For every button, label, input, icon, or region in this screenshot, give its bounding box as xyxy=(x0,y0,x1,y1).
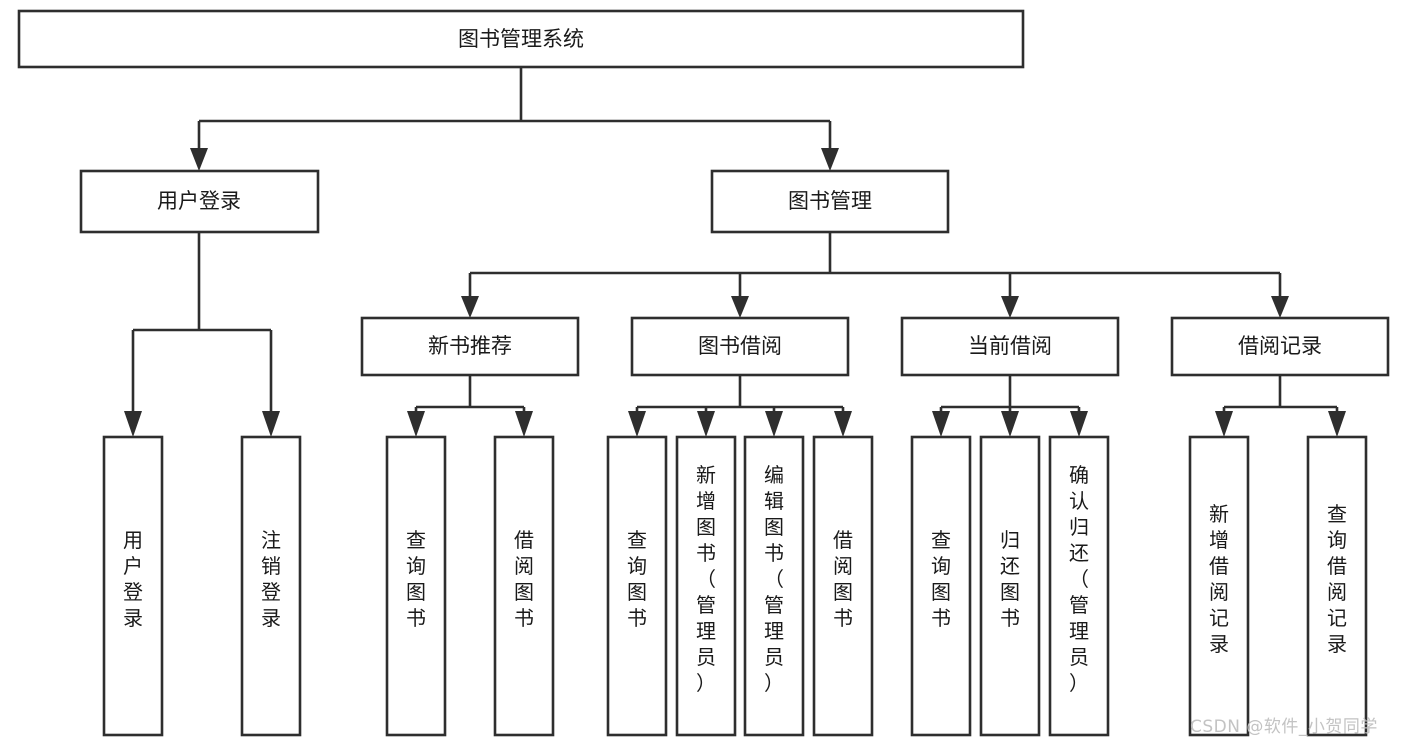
node-current-borrow[interactable]: 当前借阅 xyxy=(900,316,1120,377)
node-leaf-return-book-box[interactable] xyxy=(979,435,1041,737)
arrow-icon-to-leaf-query-book-2 xyxy=(628,411,646,437)
connector-layer xyxy=(131,67,1339,411)
arrow-icon-to-leaf-logout-login xyxy=(262,411,280,437)
node-leaf-add-book[interactable]: 新增图书（管理员） xyxy=(675,435,737,737)
node-book-management-box[interactable] xyxy=(710,169,950,234)
node-root-label: 图书管理系统 xyxy=(458,27,584,51)
node-book-management[interactable]: 图书管理 xyxy=(710,169,950,234)
node-leaf-edit-book-box[interactable] xyxy=(743,435,805,737)
node-leaf-add-borrow-record-label: 新增借阅记录 xyxy=(1209,502,1229,656)
node-leaf-add-borrow-record[interactable]: 新增借阅记录 xyxy=(1188,435,1250,737)
node-leaf-query-book-2-label: 查询图书 xyxy=(627,528,647,630)
node-leaf-query-borrow-record[interactable]: 查询借阅记录 xyxy=(1306,435,1368,737)
node-leaf-borrow-book-2[interactable]: 借阅图书 xyxy=(812,435,874,737)
arrow-icon-to-new-book-recommend xyxy=(461,296,479,318)
node-leaf-query-borrow-record-label: 查询借阅记录 xyxy=(1327,502,1347,656)
node-leaf-user-login-box[interactable] xyxy=(102,435,164,737)
node-leaf-confirm-return[interactable]: 确认归还（管理员） xyxy=(1048,435,1110,737)
node-leaf-query-book-3-box[interactable] xyxy=(910,435,972,737)
node-leaf-query-book-3[interactable]: 查询图书 xyxy=(910,435,972,737)
node-leaf-query-borrow-record-box[interactable] xyxy=(1306,435,1368,737)
node-user-login[interactable]: 用户登录 xyxy=(79,169,320,234)
node-leaf-edit-book[interactable]: 编辑图书（管理员） xyxy=(743,435,805,737)
node-current-borrow-box[interactable] xyxy=(900,316,1120,377)
arrow-icon-to-leaf-user-login xyxy=(124,411,142,437)
arrow-icon-to-leaf-query-book-1 xyxy=(407,411,425,437)
node-book-management-label: 图书管理 xyxy=(788,189,872,213)
arrow-icon-to-book-management xyxy=(821,148,839,171)
arrow-icon-to-leaf-confirm-return xyxy=(1070,411,1088,437)
node-user-login-label: 用户登录 xyxy=(157,189,241,213)
arrow-icon-to-current-borrow xyxy=(1001,296,1019,318)
arrow-icon-to-book-borrow xyxy=(731,296,749,318)
node-leaf-borrow-book-1[interactable]: 借阅图书 xyxy=(493,435,555,737)
node-leaf-return-book[interactable]: 归还图书 xyxy=(979,435,1041,737)
node-leaf-logout-login-label: 注销登录 xyxy=(261,528,281,630)
arrow-icon-to-leaf-add-book xyxy=(697,411,715,437)
node-leaf-add-book-box[interactable] xyxy=(675,435,737,737)
node-current-borrow-label: 当前借阅 xyxy=(968,334,1052,358)
node-leaf-logout-login-box[interactable] xyxy=(240,435,302,737)
node-leaf-query-book-2[interactable]: 查询图书 xyxy=(606,435,668,737)
csdn-watermark: CSDN @软件_小贺同学 xyxy=(1190,717,1378,737)
node-leaf-user-login[interactable]: 用户登录 xyxy=(102,435,164,737)
node-book-borrow-box[interactable] xyxy=(630,316,850,377)
node-borrow-record-box[interactable] xyxy=(1170,316,1390,377)
arrow-icon-to-leaf-borrow-book-2 xyxy=(834,411,852,437)
arrowhead-layer xyxy=(124,148,1346,437)
node-borrow-record[interactable]: 借阅记录 xyxy=(1170,316,1390,377)
node-book-borrow-label: 图书借阅 xyxy=(698,334,782,358)
node-leaf-query-book-1-box[interactable] xyxy=(385,435,447,737)
node-new-book-recommend[interactable]: 新书推荐 xyxy=(360,316,580,377)
arrow-icon-to-leaf-return-book xyxy=(1001,411,1019,437)
node-new-book-recommend-box[interactable] xyxy=(360,316,580,377)
node-leaf-add-borrow-record-box[interactable] xyxy=(1188,435,1250,737)
arrow-icon-to-leaf-query-borrow-record xyxy=(1328,411,1346,437)
arrow-icon-to-leaf-add-borrow-record xyxy=(1215,411,1233,437)
node-leaf-borrow-book-2-label: 借阅图书 xyxy=(833,528,853,630)
node-leaf-borrow-book-1-label: 借阅图书 xyxy=(514,528,534,630)
node-leaf-query-book-2-box[interactable] xyxy=(606,435,668,737)
node-leaf-borrow-book-1-box[interactable] xyxy=(493,435,555,737)
node-leaf-query-book-1-label: 查询图书 xyxy=(406,528,426,630)
arrow-icon-to-borrow-record xyxy=(1271,296,1289,318)
node-root[interactable]: 图书管理系统 xyxy=(17,9,1025,69)
node-leaf-return-book-label: 归还图书 xyxy=(1000,528,1020,630)
node-leaf-query-book-3-label: 查询图书 xyxy=(931,528,951,630)
node-leaf-edit-book-label: 编辑图书（管理员） xyxy=(764,463,784,695)
node-leaf-add-book-label: 新增图书（管理员） xyxy=(696,463,716,695)
node-leaf-confirm-return-box[interactable] xyxy=(1048,435,1110,737)
node-user-login-box[interactable] xyxy=(79,169,320,234)
node-leaf-user-login-label: 用户登录 xyxy=(123,528,143,630)
arrow-icon-to-user-login xyxy=(190,148,208,171)
arrow-icon-to-leaf-borrow-book-1 xyxy=(515,411,533,437)
arrow-icon-to-leaf-edit-book xyxy=(765,411,783,437)
node-leaf-confirm-return-label: 确认归还（管理员） xyxy=(1069,463,1089,695)
node-leaf-query-book-1[interactable]: 查询图书 xyxy=(385,435,447,737)
node-book-borrow[interactable]: 图书借阅 xyxy=(630,316,850,377)
node-leaf-borrow-book-2-box[interactable] xyxy=(812,435,874,737)
arrow-icon-to-leaf-query-book-3 xyxy=(932,411,950,437)
node-new-book-recommend-label: 新书推荐 xyxy=(428,334,512,358)
node-root-box[interactable] xyxy=(17,9,1025,69)
node-leaf-logout-login[interactable]: 注销登录 xyxy=(240,435,302,737)
node-borrow-record-label: 借阅记录 xyxy=(1238,334,1322,358)
